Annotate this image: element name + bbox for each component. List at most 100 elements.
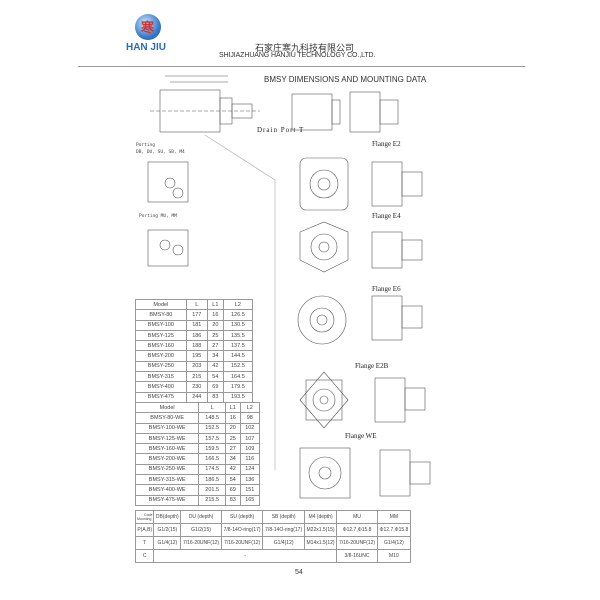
page-title: BMSY DIMENSIONS AND MOUNTING DATA [264, 75, 427, 84]
table-cell: BMSY-250-WE [134, 463, 200, 476]
table-cell: C [134, 549, 155, 563]
page-number: 54 [295, 569, 303, 576]
table-cell: 136 [239, 474, 261, 486]
flange-e6-label: Flange E6 [372, 285, 401, 293]
table-cell: BMSY-80 [135, 309, 187, 321]
table-cell: BMSY-250 [135, 360, 187, 373]
table-cell: 54 [225, 474, 241, 486]
table-cell: L2 [222, 298, 254, 311]
table-cell: BMSY-125 [135, 329, 187, 342]
table-row: P(A,B)G1/2(15)G1/2(15)7/8-14O-ring(17)7/… [134, 523, 412, 537]
table-cell: 159.5 [198, 443, 227, 455]
table-cell: DU (depth) [180, 510, 222, 524]
flange-e2-drawing [299, 157, 423, 211]
company-name-en: SHIJIAZHUANG HANJIU TECHNOLOGY CO.,LTD. [219, 52, 376, 59]
table-cell: 7/16-20UNF(12) [220, 536, 264, 550]
table-cell: 164.5 [222, 371, 254, 383]
table-cell: 144.5 [222, 350, 254, 362]
table-cell: 34 [206, 350, 224, 362]
table-cell: Φ12.7,Φ15.8 [336, 523, 378, 537]
table-cell: 25 [225, 432, 241, 445]
table-cell: 20 [206, 319, 224, 331]
table-cell: 107 [239, 432, 261, 445]
header-divider [78, 66, 525, 67]
front-view-drawing [291, 91, 399, 133]
table-cell: G1/2(15) [153, 523, 182, 537]
table-cell: G1/4(12) [376, 536, 412, 550]
table-cell: Model [134, 401, 200, 414]
table-cell: 69 [225, 484, 241, 496]
table-cell: BMSY-400-WE [134, 484, 200, 496]
drain-port-label: Drain Port T [257, 126, 305, 134]
logo-text: HAN JIU [125, 42, 166, 53]
table-cell: 16 [225, 412, 241, 424]
porting-label-1-codes: DB, DU, SU, SB, M4 [136, 150, 185, 155]
table-cell: BMSY-80-WE [134, 412, 200, 424]
table-cell: 157.5 [198, 432, 227, 445]
table-cell: M22x1.5(15) [303, 523, 338, 537]
table-cell: 201.5 [198, 484, 227, 496]
table-cell: T [134, 536, 155, 550]
table-cell: 193.5 [222, 391, 254, 403]
flange-e2-label: Flange E2 [372, 140, 401, 148]
table-cell: 126.5 [222, 309, 254, 321]
table-cell: L [185, 298, 208, 311]
table-cell: 102 [239, 422, 261, 434]
table-cell: 42 [225, 463, 241, 476]
table-cell: 244 [185, 391, 208, 403]
table-cell: 177 [185, 309, 208, 321]
table-cell: 54 [206, 371, 224, 383]
table-cell: BMSY-315 [135, 371, 187, 383]
table-cell: 109 [239, 443, 261, 455]
flange-e4-label: Flange E4 [372, 212, 401, 220]
table-cell: 7/8-14O-ring(17) [220, 523, 264, 537]
table-cell: BMSY-400 [135, 381, 187, 393]
table-cell: 34 [225, 453, 241, 465]
flange-e4-drawing [299, 221, 423, 273]
table-cell: 25 [206, 329, 224, 342]
table-cell: M14x1.5(12) [303, 536, 338, 550]
table-cell: M4 (depth) [303, 510, 338, 524]
table-cell: L1 [225, 401, 241, 414]
table-cell: DB(depth) [153, 510, 182, 524]
table-cell: - [153, 549, 338, 563]
porting-label-2: Porting MU, MM [139, 214, 177, 219]
table-cell: BMSY-475-WE [134, 494, 200, 506]
table-cell: L [198, 401, 227, 414]
table-cell: 166.5 [198, 453, 227, 465]
table-cell: BMSY-125-WE [134, 432, 200, 445]
table-cell: 135.5 [222, 329, 254, 342]
table-cell: 152.5 [222, 360, 254, 373]
table-cell: 69 [206, 381, 224, 393]
table-cell: SB (depth) [262, 510, 305, 524]
table-cell: MM [376, 510, 412, 524]
table-cell: Model [135, 298, 187, 311]
table-cell: 3/8-16UNC [336, 549, 378, 563]
table-cell: P(A,B) [134, 523, 155, 537]
table-cell: BMSY-100-WE [134, 422, 200, 434]
table-cell: BMSY-160-WE [134, 443, 200, 455]
table-cell: MU [336, 510, 378, 524]
flange-we-drawing [299, 447, 431, 499]
table-cell: 27 [206, 340, 224, 352]
table-cell: BMSY-160 [135, 340, 187, 352]
table-cell: 230 [185, 381, 208, 393]
table-cell: 188 [185, 340, 208, 352]
